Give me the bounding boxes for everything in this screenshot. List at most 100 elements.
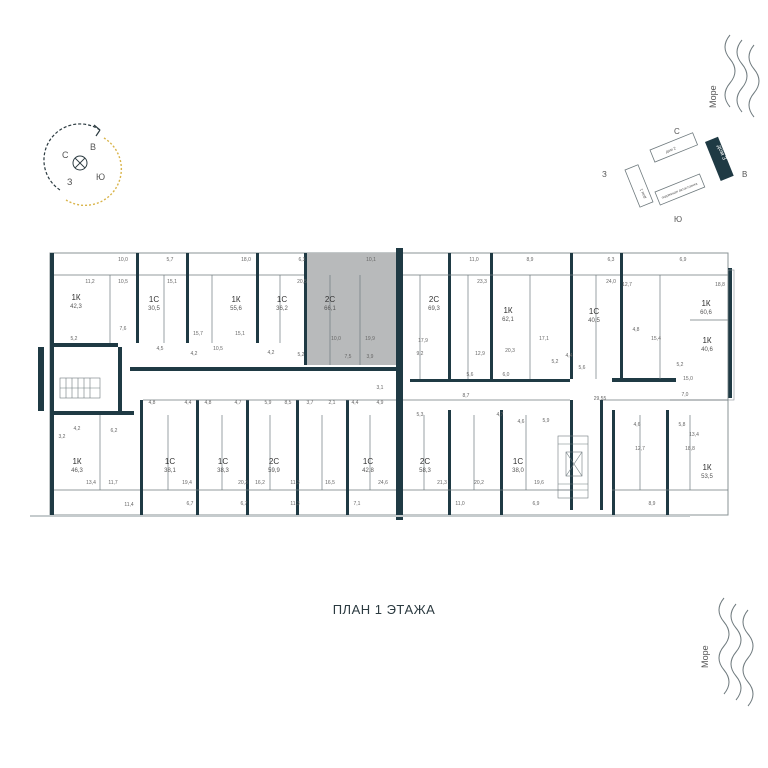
room-area-label: 24,0	[606, 279, 616, 285]
room-area-label: 4,4	[566, 353, 573, 359]
room-area-label: 19,4	[182, 480, 192, 486]
room-area-label: 19,9	[365, 336, 375, 342]
apartment-10[interactable]: 1К 40,6	[695, 334, 719, 354]
room-area-label: 16,5	[325, 480, 335, 486]
room-area-label: 3,9	[367, 354, 374, 360]
room-area-label: 19,6	[534, 480, 544, 486]
room-area-label: 7,1	[354, 501, 361, 507]
room-area-label: 10,5	[118, 279, 128, 285]
apartment-area: 69,3	[428, 306, 440, 312]
room-area-label: 5,2	[298, 352, 305, 358]
room-area-label: 6,9	[533, 501, 540, 507]
sea-label: Море	[708, 85, 718, 108]
apartment-type: 1С	[165, 457, 175, 466]
room-area-label: 8,9	[527, 257, 534, 263]
room-area-label: 5,3	[417, 412, 424, 418]
room-area-label: 5,2	[552, 359, 559, 365]
room-area-label: 11,3	[290, 501, 300, 507]
room-area-label: 7,5	[345, 354, 352, 360]
room-area-label: 15,4	[651, 336, 661, 342]
room-area-label: 6,3	[299, 257, 306, 263]
room-area-label: 6,7	[241, 501, 248, 507]
site-north-label: С	[674, 127, 680, 136]
room-area-label: 6,7	[187, 501, 194, 507]
apartment-type: 1К	[702, 336, 711, 345]
room-area-label: 18,8	[685, 446, 695, 452]
room-area-label: 4,8	[205, 400, 212, 406]
room-area-label: 21,3	[437, 480, 447, 486]
compass-center-icon	[72, 155, 88, 171]
room-area-label: 20,3	[505, 348, 515, 354]
room-area-label: 11,3	[290, 480, 300, 486]
apartment-area: 38,3	[217, 468, 229, 474]
apartment-type: 1С	[513, 457, 523, 466]
apartment-area: 59,9	[268, 468, 280, 474]
house-3-label: дом 3	[715, 144, 727, 162]
house-1-label: дом 1	[638, 187, 647, 199]
room-area-label: 20,3	[238, 480, 248, 486]
room-area-label: 3,2	[59, 434, 66, 440]
wave-icon	[736, 39, 748, 113]
apartment-area: 55,6	[230, 306, 242, 312]
sea-label: Море	[700, 645, 710, 668]
room-area-label: 24,6	[378, 480, 388, 486]
room-area-label: 10,0	[331, 336, 341, 342]
wave-icon	[748, 44, 760, 118]
site-west-label: З	[602, 170, 607, 179]
apartment-8[interactable]: 1С 40,5	[582, 305, 606, 325]
room-area-label: 15,1	[167, 279, 177, 285]
plan-title: ПЛАН 1 ЭТАЖА	[332, 602, 436, 617]
room-area-label: 7,6	[120, 326, 127, 332]
apartment-area: 40,5	[588, 318, 600, 324]
compass: С В З Ю	[43, 123, 122, 207]
room-area-label: 6,0	[503, 372, 510, 378]
sea-bottom: Море	[700, 597, 754, 707]
room-area-label: 15,0	[683, 376, 693, 382]
room-area-label: 13,4	[689, 432, 699, 438]
sea-top: Море	[708, 34, 760, 118]
room-area-label: 15,7	[193, 331, 203, 337]
room-area-label: 11,0	[455, 501, 465, 507]
room-area-label: 3,7	[307, 400, 314, 406]
room-area-label: 4,4	[352, 400, 359, 406]
room-area-label: 8,9	[649, 501, 656, 507]
apartment-area: 40,6	[701, 347, 713, 353]
compass-sun-arc-icon	[65, 137, 122, 207]
room-area-label: 6,9	[680, 257, 687, 263]
site-south-label: Ю	[674, 215, 682, 224]
apartment-12[interactable]: 1С 38,1	[158, 455, 182, 475]
house-2-label: дом 2	[665, 145, 677, 154]
compass-arc-icon	[43, 123, 101, 191]
room-area-label: 23,3	[477, 279, 487, 285]
room-area-label: 5,7	[167, 257, 174, 263]
room-area-label: 4,8	[633, 327, 640, 333]
apartment-area: 42,8	[362, 468, 374, 474]
compass-north-label: С	[62, 150, 69, 160]
apartment-area: 36,2	[276, 306, 288, 312]
partitions	[54, 274, 728, 491]
room-area-label: 11,4	[124, 502, 134, 508]
apartment-type: 1С	[589, 307, 599, 316]
room-area-label: 4,9	[377, 400, 384, 406]
apartment-area: 38,1	[164, 468, 176, 474]
room-area-label: 12,7	[622, 282, 632, 288]
room-area-label: 5,6	[467, 372, 474, 378]
house-2-icon	[649, 132, 699, 163]
apartment-type: 2С	[325, 295, 335, 304]
